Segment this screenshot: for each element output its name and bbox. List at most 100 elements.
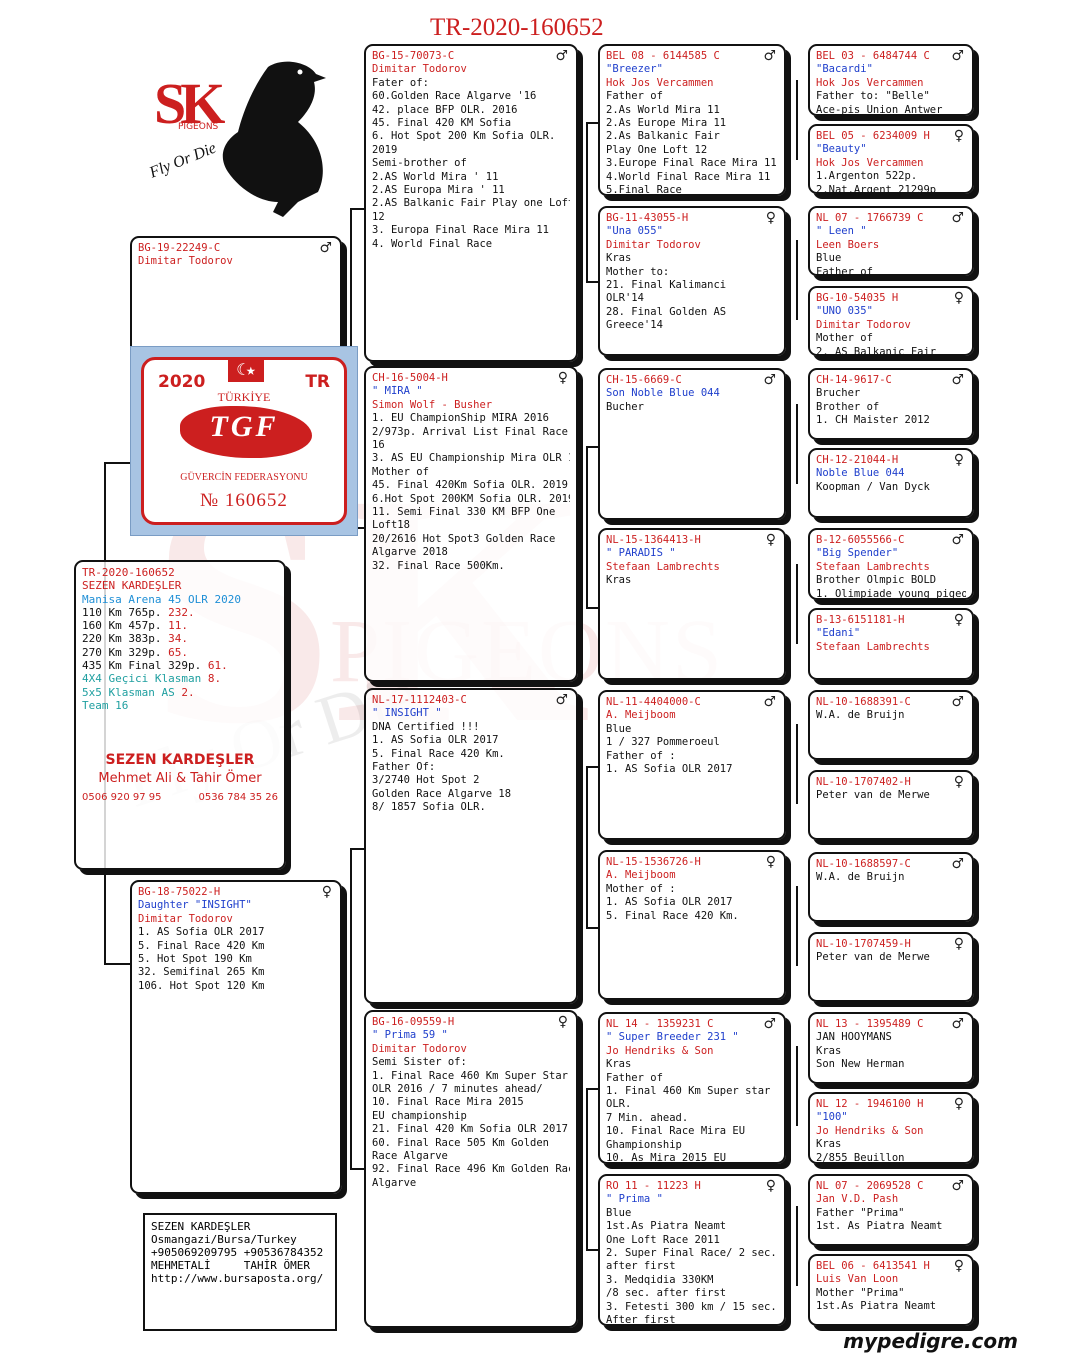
info-line: 1. EU ChampionShip MİRA 2016 <box>372 412 550 425</box>
info-line: 21. Final 420 Km Sofia OLR 2017 <box>372 1123 568 1136</box>
info-line: Father to: "Belle" <box>816 90 930 103</box>
male-icon: ♂ <box>951 1178 964 1194</box>
tgf-year: 2020 <box>158 372 206 392</box>
ring-number: NL-11-4404000-C <box>606 696 701 708</box>
connector <box>586 766 588 928</box>
ranking-text: Team 16 <box>82 698 135 712</box>
info-line: "Beauty" <box>816 143 867 156</box>
info-line: Semi-brother of <box>372 157 467 170</box>
owner-info-line: +905069209795 +90536784352 <box>151 1246 324 1259</box>
ring-number: NL 07 - 1766739 C <box>816 212 924 224</box>
connector <box>586 1088 598 1090</box>
info-line: 3. Europa Final Race Mira 11 <box>372 224 550 237</box>
result-text: 110 Km 765p. <box>82 605 169 619</box>
result-text: 220 Km 383p. <box>82 632 169 646</box>
result-position: 11. <box>168 619 188 633</box>
subject-results: 110 Km 765p. 232.160 Km 457p. 11.220 Km … <box>82 606 278 672</box>
info-line: Stefaan Lambrechts <box>606 560 720 573</box>
connector <box>104 462 130 464</box>
info-line: "Edani" <box>816 627 861 640</box>
female-icon: ♀ <box>557 370 568 386</box>
info-line: 5.Final Race <box>606 184 682 196</box>
info-line: 4. World Final Race <box>372 237 493 250</box>
ring-number: B-12-6055566-C <box>816 534 905 546</box>
ring-number: CH-14-9617-C <box>816 374 892 386</box>
result-text: 270 Km 329p. <box>82 645 169 659</box>
connector <box>796 564 798 644</box>
info-line: 2019 <box>372 143 398 156</box>
info-line: Hok Jos Vercammen <box>816 76 924 89</box>
result-row: 110 Km 765p. 232. <box>82 606 278 619</box>
ring-number: NL-10-1707459-H <box>816 938 911 950</box>
male-icon: ♂ <box>951 210 964 226</box>
info-line: Ghampionship <box>606 1138 682 1151</box>
female-icon: ♀ <box>953 128 964 144</box>
info-line: JAN HOOYMANS <box>816 1031 892 1044</box>
ranking-text: 4X4 Geçici Klasman <box>82 672 208 686</box>
dam-card: BG-18-75022-H♀Daughter "INSIGHT"Dimitar … <box>130 880 342 1194</box>
gg-grandparent-card: B-13-6151181-H♀"Edani"Stefaan Lambrechts <box>808 608 974 680</box>
info-line: Brother of <box>816 400 880 413</box>
ring-number: BG-18-75022-H <box>138 886 221 898</box>
info-line: Dimitar Todorov <box>372 1042 467 1055</box>
ring-number: NL-15-1364413-H <box>606 534 701 546</box>
ring-number: BG-16-09559-H <box>372 1016 455 1028</box>
info-line: 5. Final Race 420 Km. <box>372 747 505 760</box>
info-line: Noble Blue 044 <box>816 467 905 480</box>
info-line: " INSIGHT " <box>372 707 442 720</box>
result-row: 270 Km 329p. 65. <box>82 646 278 659</box>
female-icon: ♀ <box>953 774 964 790</box>
info-line: Fater of: <box>372 76 429 89</box>
ring-number: NL 12 - 1946100 H <box>816 1098 924 1110</box>
info-line: 2.As World Mira 11 <box>606 103 720 116</box>
gg-grandparent-card: NL-10-1707402-H♀Peter van de Merwe <box>808 770 974 840</box>
info-line: Dimitar Todorov <box>606 238 701 251</box>
info-line: Luis Van Loon <box>816 1273 899 1286</box>
info-line: 3.Europe Final Race Mira 11 <box>606 157 777 170</box>
info-line: 8/ 1857 Sofia OLR. <box>372 801 486 814</box>
info-line: 10. As Mira 2015 EU <box>606 1152 727 1164</box>
info-line: "UNO 035" <box>816 305 873 318</box>
info-line: Daughter "INSIGHT" <box>138 899 252 912</box>
info-line: EU championship <box>372 1109 467 1122</box>
info-line: 1. AS Sofia OLR 2017 <box>606 763 733 776</box>
info-line: 32. Final Race 500Km. <box>372 559 505 572</box>
info-line: Hok Jos Vercammen <box>816 156 924 169</box>
info-line: 2.AS World Mira ' 11 <box>372 170 499 183</box>
male-icon: ♂ <box>763 694 776 710</box>
tgf-org: TGF <box>209 410 279 443</box>
ring-number: NL 13 - 1395489 C <box>816 1018 924 1030</box>
info-line: Leen Boers <box>816 238 880 251</box>
info-line: Dimitar Todorov <box>372 63 467 76</box>
subject-brand: SEZEN KARDEŞLER <box>105 752 255 769</box>
info-line: 1. AS Sofia OLR 2017 <box>606 896 733 909</box>
info-line: 45. Final 420 KM Sofia <box>372 117 512 130</box>
subject-year: 2020 <box>214 592 241 606</box>
info-line: 1st. As Piatra Neamt <box>816 1220 943 1233</box>
male-icon: ♂ <box>951 372 964 388</box>
info-line: OLR'14 <box>606 292 644 305</box>
info-line: Father of <box>606 1071 663 1084</box>
info-line: " PARADİS " <box>606 547 676 560</box>
female-icon: ♀ <box>557 1014 568 1030</box>
logo: SK PIGEONS Fly Or Die <box>147 52 348 222</box>
male-icon: ♂ <box>951 856 964 872</box>
grandparent-card: BG-16-09559-H♀" Prima 59 "Dimitar Todoro… <box>364 1010 578 1328</box>
info-line: 2/973p. Arrival List Final Race <box>372 425 568 438</box>
ring-number: NL-10-1707402-H <box>816 776 911 788</box>
connector <box>586 1088 588 1250</box>
male-icon: ♂ <box>763 48 776 64</box>
gg-grandparent-card: NL-10-1688391-C♂W.A. de Bruijn <box>808 690 974 760</box>
info-line: 7 Min. ahead. <box>606 1111 689 1124</box>
info-line: Father of <box>816 265 873 276</box>
ring-number: NL 07 - 2069528 C <box>816 1180 924 1192</box>
info-line: "Bacardi" <box>816 63 873 76</box>
ring-number: BEL 08 - 6144585 C <box>606 50 720 62</box>
owner-info-line: SEZEN KARDEŞLER <box>151 1220 251 1233</box>
